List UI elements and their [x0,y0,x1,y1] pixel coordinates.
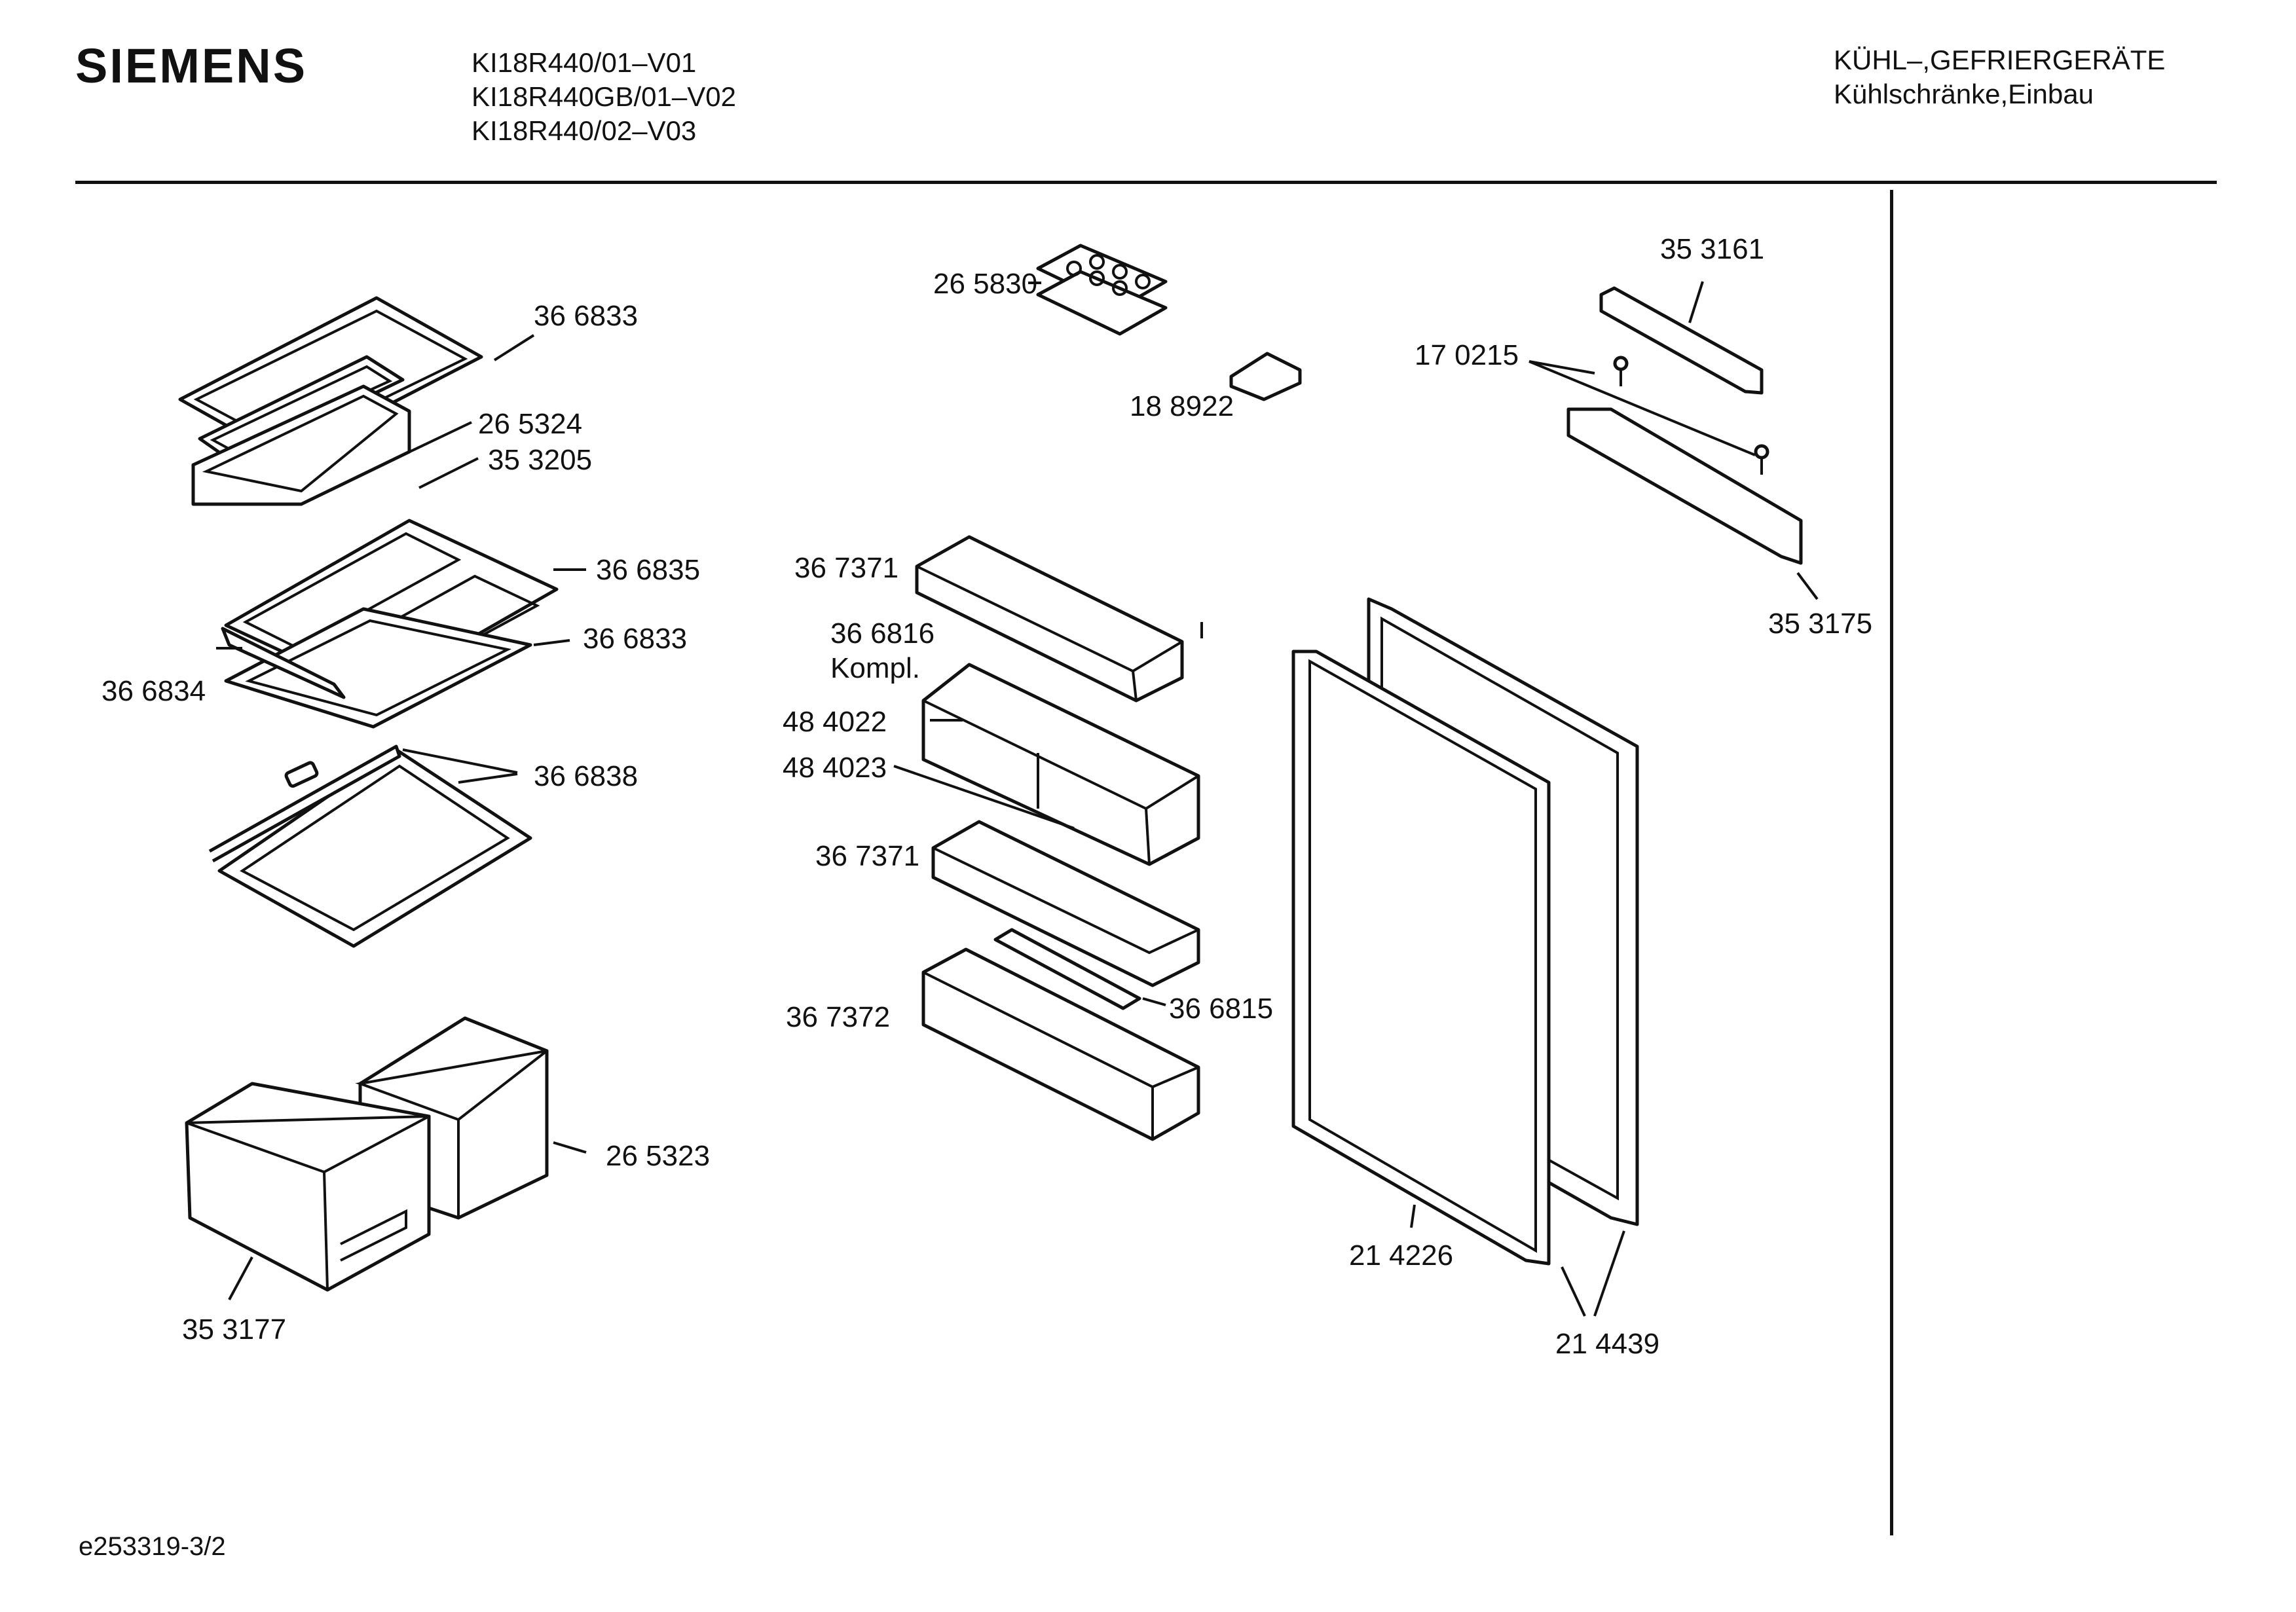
mounting-screw [1613,356,1629,386]
part-label: 36 6833 [534,300,638,332]
leader-lines [216,281,1819,1317]
egg-tray [1036,244,1168,336]
butter-dish [1229,352,1302,401]
part-label: 35 3205 [488,444,592,476]
part-label: 36 6815 [1169,993,1273,1025]
part-label: 48 4023 [783,752,887,784]
split-shelf-lower [224,607,532,729]
part-label: 35 3177 [182,1313,286,1346]
document-id: e253319-3/2 [79,1532,226,1561]
part-label: 36 7371 [794,552,898,584]
glass-shelf-bottom [208,744,532,948]
part-label: 26 5830 [933,268,1037,300]
part-label: 36 6816 [830,617,935,650]
part-label: 18 8922 [1130,390,1234,422]
part-label: 26 5324 [478,408,582,440]
part-label: 48 4022 [783,706,887,738]
part-label: 35 3161 [1660,233,1764,265]
part-label: 21 4226 [1349,1239,1453,1272]
part-label: 35 3175 [1768,608,1872,640]
part-label: 36 6838 [534,760,638,792]
side-divider [1890,190,1893,1535]
category-title: KÜHL–,GEFRIERGERÄTE [1834,45,2166,75]
door-bin-middle [931,820,1200,987]
hinge-cover [1599,286,1764,395]
part-label: 36 7371 [815,840,919,872]
part-label: 36 7372 [786,1001,890,1033]
product-category: KÜHL–,GEFRIERGERÄTE Kühlschränke,Einbau [1834,43,2165,111]
bottle-bin [921,947,1200,1141]
part-label: 26 5323 [606,1140,710,1172]
door-gasket [1291,650,1551,1266]
model-number: KI18R440/02–V03 [472,115,697,146]
part-label: 36 6834 [102,675,206,707]
model-number: KI18R440GB/01–V02 [472,81,736,112]
model-list: KI18R440/01–V01 KI18R440GB/01–V02 KI18R4… [472,46,736,148]
part-label: 36 6833 [583,623,687,655]
shelf-bracket-front [221,627,346,699]
category-subtitle: Kühlschränke,Einbau [1834,79,2094,109]
part-label: 17 0215 [1415,339,1519,371]
covered-dairy-compartment [921,663,1200,866]
hinge-bracket [1566,407,1803,565]
part-label: 21 4439 [1555,1328,1659,1360]
mounting-screw [1754,444,1769,475]
header-divider [75,181,2217,184]
part-label: 36 6835 [596,554,700,586]
brand-logo: SIEMENS [75,39,308,93]
part-label: Kompl. [830,652,920,684]
bottle-retainer [993,928,1141,1010]
model-number: KI18R440/01–V01 [472,47,697,78]
door-bin-upper [915,535,1184,703]
vegetable-drawer [185,1082,431,1292]
